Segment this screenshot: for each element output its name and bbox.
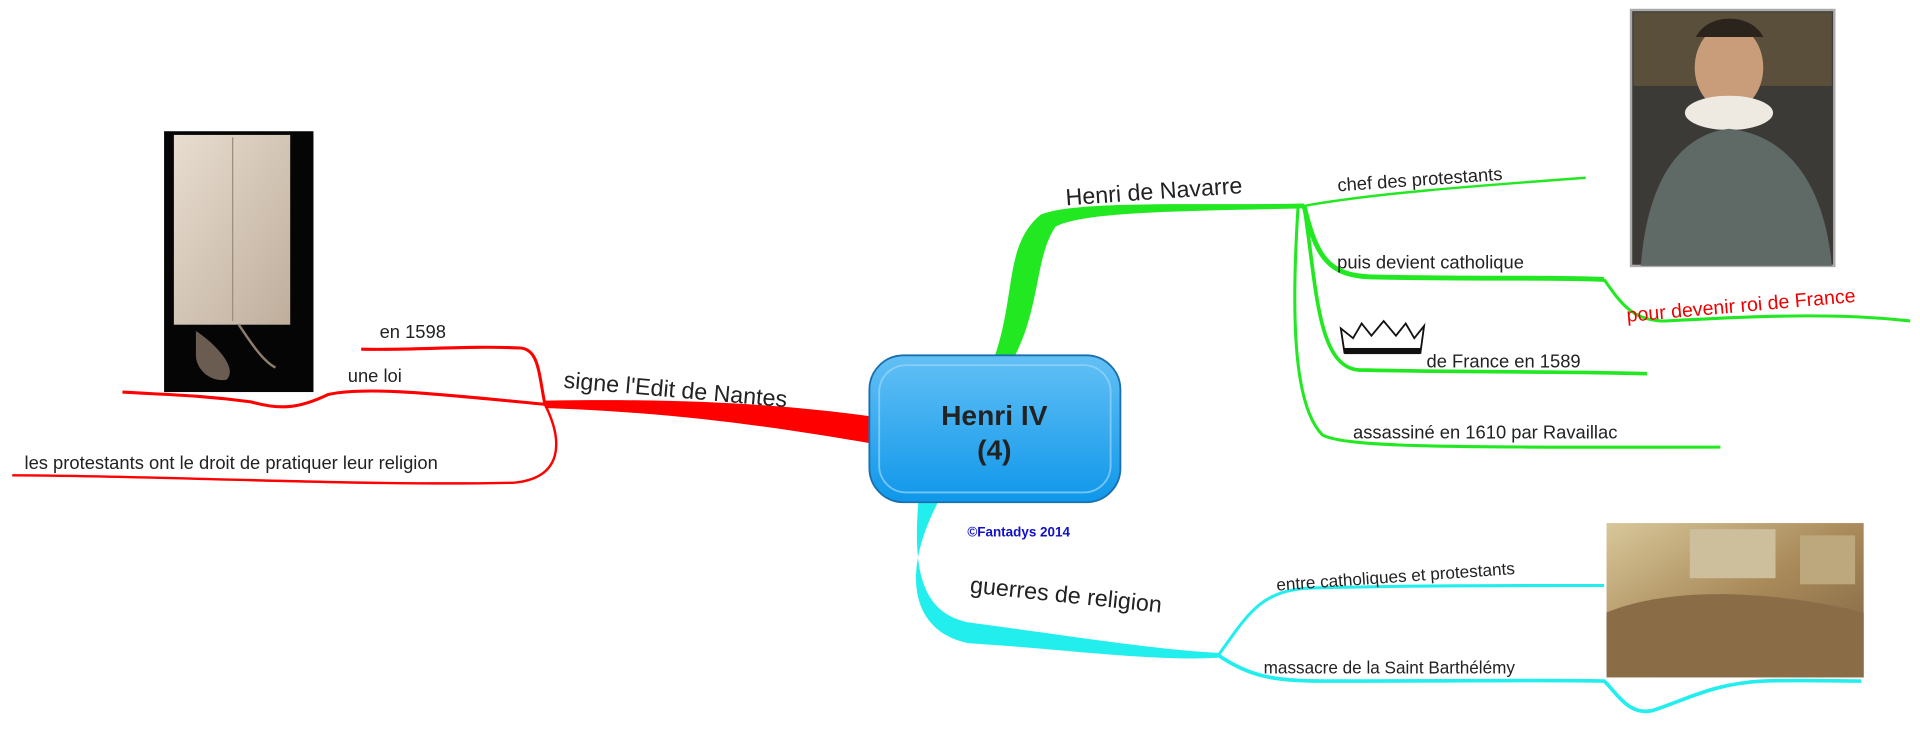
branch-edit-de-nantes: signe l'Edit de Nantes en 1598 une loi l… [12, 321, 872, 485]
node-saint-barthelemy[interactable]: massacre de la Saint Barthélémy [1264, 658, 1516, 678]
central-node-title: Henri IV [941, 400, 1048, 431]
node-protestants-droit[interactable]: les protestants ont le droit de pratique… [24, 452, 437, 473]
credit-text: ©Fantadys 2014 [967, 525, 1070, 540]
edit-document-image [164, 131, 314, 393]
node-devient-catholique[interactable]: puis devient catholique [1337, 251, 1524, 272]
node-en-1598[interactable]: en 1598 [380, 321, 446, 342]
node-une-loi[interactable]: une loi [348, 365, 402, 386]
central-node[interactable]: Henri IV (4) [868, 354, 1122, 504]
node-assassine-1610[interactable]: assassiné en 1610 par Ravaillac [1353, 422, 1617, 443]
branch-label-guerres[interactable]: guerres de religion [969, 572, 1163, 618]
branch-henri-de-navarre: Henri de Navarre chef des protestants pu… [994, 163, 1911, 449]
crown-icon [1339, 319, 1426, 355]
node-pour-devenir-roi[interactable]: pour devenir roi de France [1626, 285, 1857, 327]
node-france-1589[interactable]: de France en 1589 [1427, 351, 1581, 372]
node-catholiques-protestants[interactable]: entre catholiques et protestants [1276, 558, 1516, 595]
massacre-painting-image [1606, 523, 1864, 678]
central-node-subtitle: (4) [977, 434, 1011, 465]
henri-portrait-image [1629, 8, 1836, 268]
